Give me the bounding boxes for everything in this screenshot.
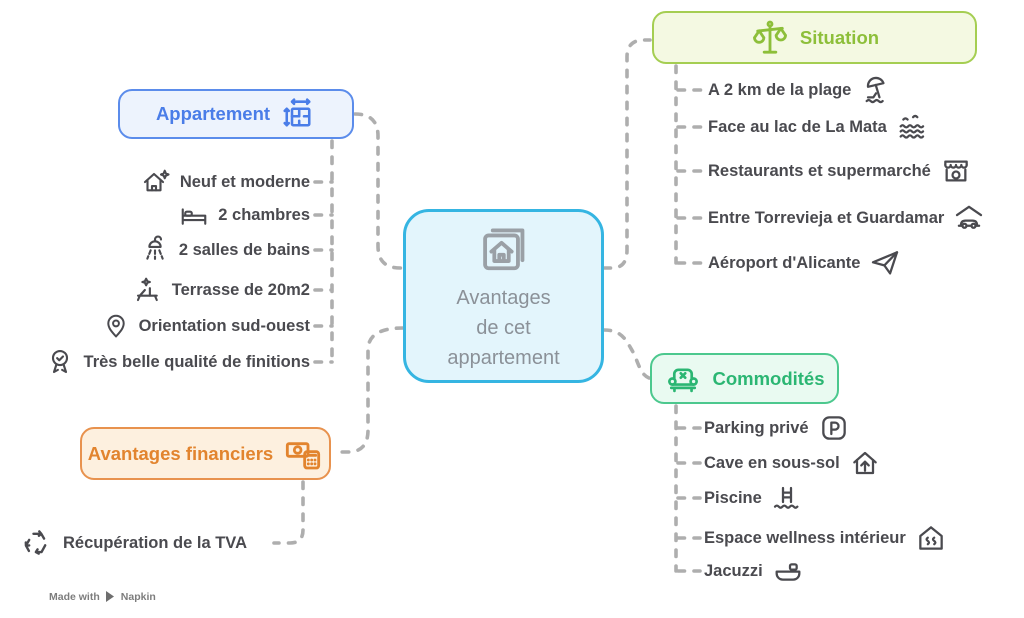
- made-with-napkin-link[interactable]: Made with Napkin: [49, 590, 156, 603]
- item-piscine[interactable]: Piscine: [704, 482, 803, 514]
- item-label: Entre Torrevieja et Guardamar: [708, 208, 945, 227]
- cellar-arrow-icon: [849, 447, 881, 479]
- branch-node-appartement[interactable]: Appartement: [118, 89, 354, 139]
- beach-umbrella-icon: [860, 74, 892, 106]
- storefront-icon: [940, 155, 972, 187]
- item-orientation-sud-ouest[interactable]: Orientation sud-ouest: [102, 310, 310, 342]
- central-title-line: appartement: [447, 347, 560, 369]
- central-title-line: de cet: [476, 317, 531, 339]
- item-terrasse-20m2[interactable]: Terrasse de 20m2: [133, 274, 310, 306]
- pool-ladder-icon: [771, 482, 803, 514]
- item-jacuzzi[interactable]: Jacuzzi: [704, 555, 804, 587]
- item-label: Jacuzzi: [704, 561, 763, 580]
- connector-branch-appartement: [353, 112, 405, 270]
- airplane-icon: [869, 247, 901, 279]
- item-label: Neuf et moderne: [179, 172, 310, 191]
- item-label: Piscine: [704, 488, 762, 507]
- item-label: Restaurants et supermarché: [708, 161, 931, 180]
- armchair-icon: [664, 360, 702, 398]
- terrace-lounger-icon: [133, 275, 163, 305]
- made-with-text: Made with: [49, 590, 100, 603]
- branch-node-financiers[interactable]: Avantages financiers: [80, 427, 331, 480]
- item-recuperation-tva[interactable]: Récupération de la TVA: [20, 527, 247, 559]
- item-qualite-finitions[interactable]: Très belle qualité de finitions: [45, 346, 310, 378]
- item-label: Cave en sous-sol: [704, 453, 840, 472]
- item-lac-la-mata[interactable]: Face au lac de La Mata: [708, 111, 928, 143]
- connector-items-situation: [674, 64, 704, 265]
- location-pin-icon: [102, 312, 130, 340]
- shower-icon: [140, 235, 170, 265]
- item-label: Face au lac de La Mata: [708, 117, 887, 136]
- connector-branch-commodites: [602, 328, 651, 380]
- brand-text: Napkin: [120, 590, 156, 603]
- item-label: Espace wellness intérieur: [704, 528, 906, 547]
- item-label: Aéroport d'Alicante: [708, 253, 861, 272]
- central-node-avantages[interactable]: Avantages de cet appartement: [403, 209, 604, 383]
- lake-waves-icon: [896, 111, 928, 143]
- item-label: Orientation sud-ouest: [138, 316, 310, 335]
- item-label: Très belle qualité de finitions: [83, 352, 310, 371]
- branch-label: Appartement: [155, 103, 271, 124]
- branch-node-situation[interactable]: Situation: [652, 11, 977, 64]
- connector-branch-situation: [602, 38, 652, 270]
- connector-items-commodites: [674, 404, 702, 573]
- item-aeroport-alicante[interactable]: Aéroport d'Alicante: [708, 247, 901, 279]
- branch-label: Avantages financiers: [87, 442, 274, 464]
- bed-icon: [179, 200, 209, 230]
- item-2-chambres[interactable]: 2 chambres: [179, 199, 310, 231]
- item-label: Terrasse de 20m2: [171, 280, 310, 299]
- item-2-salles-de-bains[interactable]: 2 salles de bains: [140, 234, 310, 266]
- connector-branch-financiers: [331, 326, 405, 454]
- item-cave-sous-sol[interactable]: Cave en sous-sol: [704, 447, 881, 479]
- floorplan-dimensions-icon: [280, 96, 316, 132]
- bathtub-icon: [772, 555, 804, 587]
- item-neuf-et-moderne[interactable]: Neuf et moderne: [141, 166, 310, 198]
- item-restaurants-supermarche[interactable]: Restaurants et supermarché: [708, 155, 972, 187]
- recycle-icon: [20, 526, 54, 560]
- item-parking-prive[interactable]: Parking privé: [704, 412, 850, 444]
- connector-item-financiers: [272, 480, 305, 545]
- item-label: Récupération de la TVA: [63, 533, 247, 552]
- balance-scale-icon: [750, 18, 790, 58]
- car-under-roof-icon: [953, 202, 985, 234]
- item-label: A 2 km de la plage: [708, 80, 852, 99]
- item-label: 2 salles de bains: [178, 240, 310, 259]
- branch-label: Commodités: [712, 367, 825, 389]
- parking-icon: [818, 412, 850, 444]
- item-torrevieja-guardamar[interactable]: Entre Torrevieja et Guardamar: [708, 202, 985, 234]
- central-title-line: Avantages: [456, 287, 551, 309]
- item-2km-plage[interactable]: A 2 km de la plage: [708, 74, 892, 106]
- branch-node-commodites[interactable]: Commodités: [650, 353, 839, 404]
- branch-label: Situation: [799, 26, 880, 48]
- house-sparkle-icon: [141, 167, 171, 197]
- item-espace-wellness[interactable]: Espace wellness intérieur: [704, 522, 947, 554]
- quality-badge-icon: [45, 347, 75, 377]
- connector-items-appartement: [313, 139, 334, 364]
- item-label: 2 chambres: [218, 205, 310, 224]
- sauna-icon: [915, 522, 947, 554]
- item-label: Parking privé: [704, 418, 809, 437]
- napkin-play-icon: [105, 590, 116, 603]
- house-photos-icon: [477, 221, 531, 275]
- money-calculator-icon: [283, 434, 323, 474]
